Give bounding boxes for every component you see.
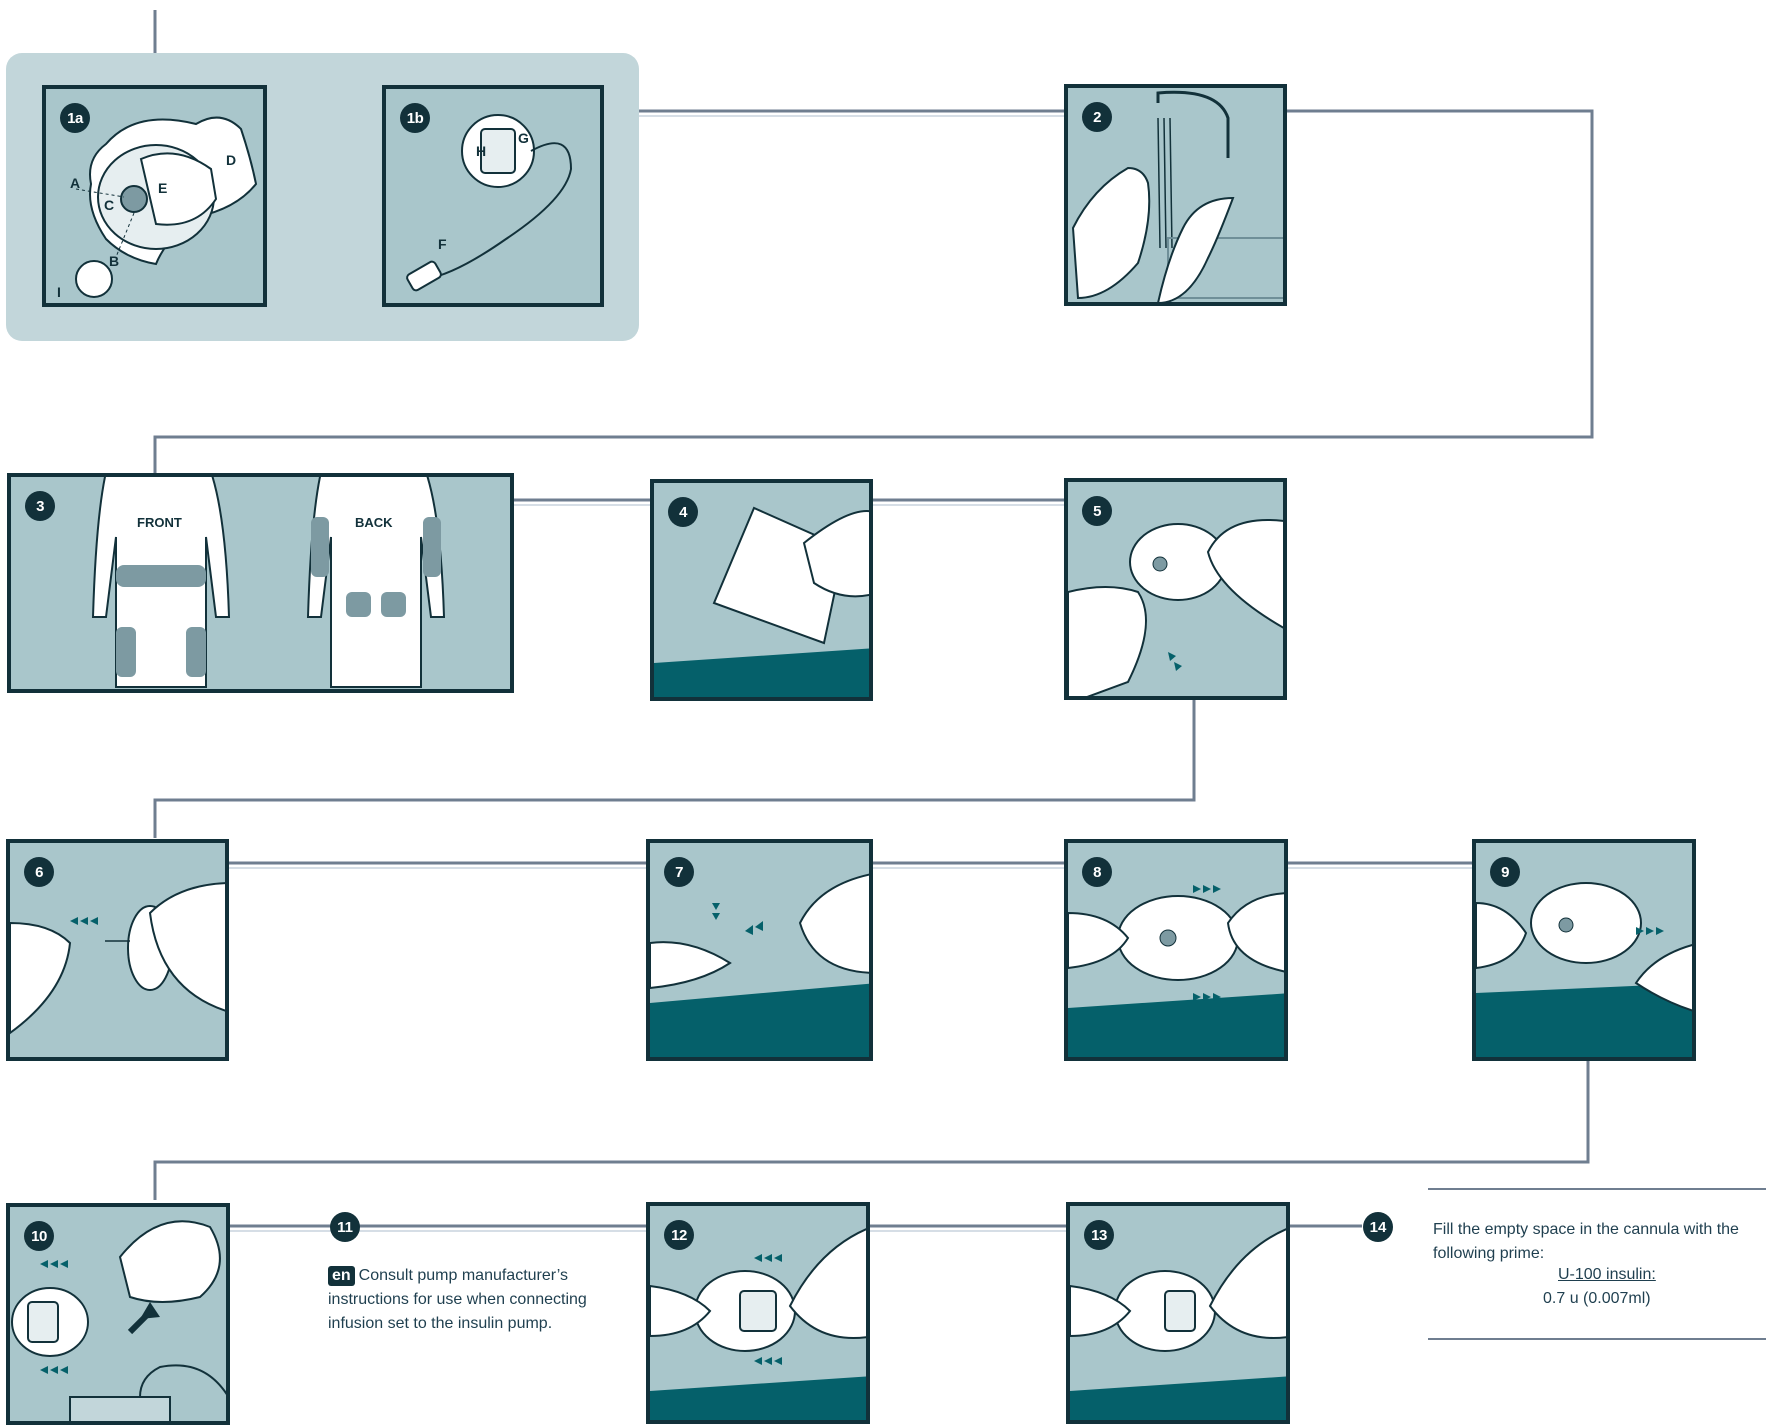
step-7-panel: 7 (646, 839, 873, 1061)
step-1a-panel: 1a A B C D E I (42, 85, 267, 307)
step-14-badge: 14 (1363, 1212, 1393, 1242)
connect-pump-illustration (11, 1220, 226, 1421)
step-3-panel: 3 FRONT BACK (7, 473, 514, 693)
step-10-badge: 10 (24, 1221, 54, 1251)
press-adhesive-illustration (1068, 885, 1284, 1057)
prime-dose: 0.7 u (0.007ml) (1543, 1290, 1651, 1307)
part-d-label: D (226, 152, 236, 168)
step-1b-badge: 1b (400, 103, 430, 133)
step-9-badge: 9 (1490, 857, 1520, 887)
step-4-panel: 4 (650, 479, 873, 701)
part-e-label: E (158, 180, 167, 196)
part-f-label: F (438, 236, 447, 252)
prime-insulin-type: U-100 insulin: (1558, 1266, 1656, 1283)
connector-tubing-illustration: H G F (406, 114, 573, 292)
step-5-badge: 5 (1082, 496, 1112, 526)
prime-info: Fill the empty space in the cannula with… (1428, 1188, 1766, 1340)
remove-backing-illustration (1068, 519, 1283, 696)
language-tag: en (328, 1266, 355, 1286)
infusion-set-illustration: A B C D E I (57, 116, 258, 300)
disconnect-illustration (1070, 1228, 1286, 1420)
body-sites-illustration: FRONT BACK (91, 477, 446, 688)
step-8-panel: 8 (1064, 839, 1288, 1061)
part-a-label: A (70, 175, 80, 191)
step-13-panel: 13 (1066, 1202, 1290, 1424)
part-h-label: H (476, 143, 486, 159)
front-label: FRONT (137, 515, 182, 530)
step-7-badge: 7 (664, 857, 694, 887)
back-label: BACK (355, 515, 393, 530)
step-13-badge: 13 (1084, 1220, 1114, 1250)
step-12-panel: 12 (646, 1202, 870, 1424)
part-g-label: G (518, 130, 529, 146)
part-i-label: I (57, 284, 61, 300)
step-5-panel: 5 (1064, 478, 1287, 700)
part-b-label: B (109, 253, 119, 269)
clean-skin-illustration (654, 506, 869, 697)
step-4-badge: 4 (668, 497, 698, 527)
step-6-badge: 6 (24, 857, 54, 887)
remove-needle-cover-illustration (10, 882, 225, 1035)
step-1a-badge: 1a (60, 103, 90, 133)
step-6-panel: 6 (6, 839, 229, 1061)
step-1b-panel: 1b H G F (382, 85, 604, 307)
step-2-badge: 2 (1082, 102, 1112, 132)
wash-hands-illustration (1071, 90, 1283, 302)
step-9-panel: 9 (1472, 839, 1696, 1061)
step-8-badge: 8 (1082, 857, 1112, 887)
prime-intro: Fill the empty space in the cannula with… (1433, 1221, 1739, 1262)
remove-introducer-illustration (1476, 882, 1692, 1057)
part-c-label: C (104, 197, 114, 213)
insert-needle-illustration (650, 873, 869, 1057)
pump-instructions-text: Consult pump manufacturer’s instructions… (328, 1267, 587, 1332)
step-11-badge: 11 (330, 1212, 360, 1242)
step-10-panel: 10 (6, 1203, 230, 1425)
step-12-badge: 12 (664, 1220, 694, 1250)
step-2-panel: 2 (1064, 84, 1287, 306)
step-3-badge: 3 (25, 491, 55, 521)
